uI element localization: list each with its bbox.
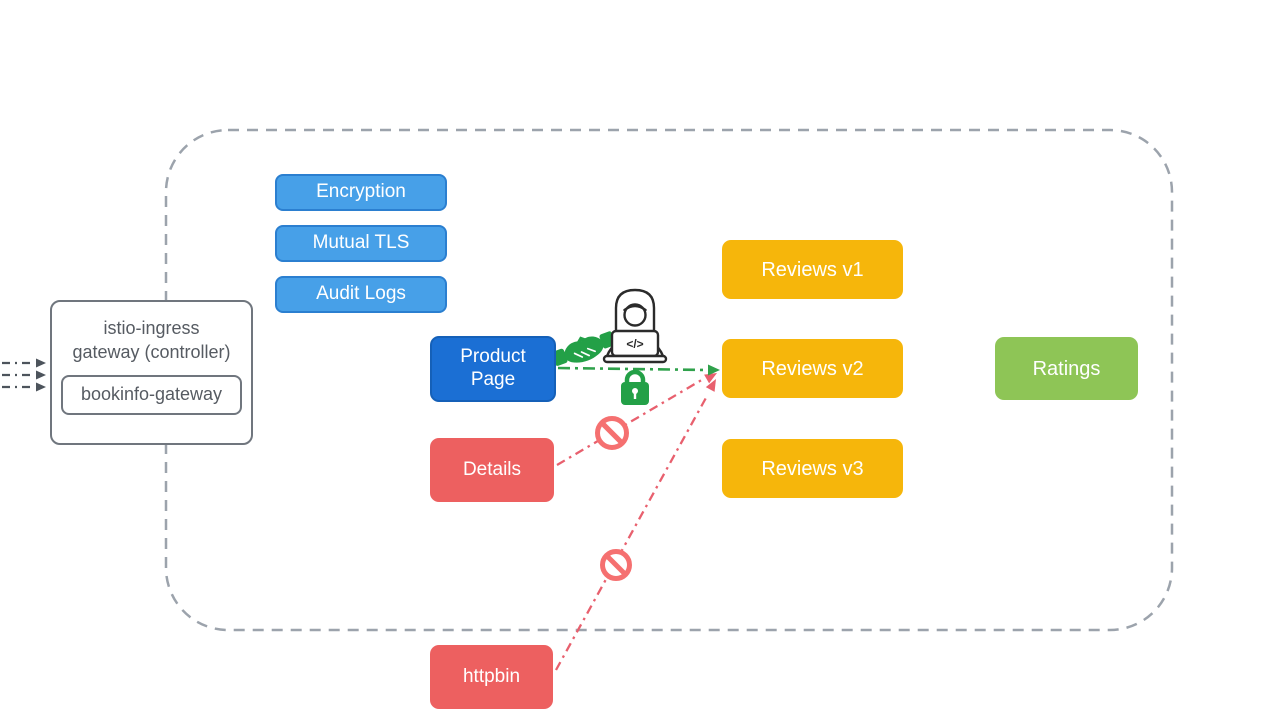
details-node: Details <box>430 438 554 502</box>
ingress-gateway-box: istio-ingress gateway (controller) booki… <box>50 300 253 445</box>
inbound-traffic-arrows <box>2 358 46 392</box>
reviews-v1-label: Reviews v1 <box>761 258 864 281</box>
product-page-label-line1: Product <box>460 346 526 368</box>
lock-icon <box>621 369 649 405</box>
reviews-v1-node: Reviews v1 <box>722 240 903 299</box>
httpbin-label: httpbin <box>462 665 521 687</box>
reviews-v3-label: Reviews v3 <box>761 457 864 480</box>
allowed-traffic-arrow <box>557 364 720 376</box>
no-entry-icon <box>600 549 632 581</box>
policy-tag-label: Mutual TLS <box>312 232 410 254</box>
bookinfo-gateway-box: bookinfo-gateway <box>61 374 242 415</box>
httpbin-node: httpbin <box>430 645 553 709</box>
no-entry-icon <box>595 416 629 450</box>
handshake-icon <box>551 331 616 366</box>
policy-tag-label: Encryption <box>316 181 406 203</box>
mesh-boundary <box>164 128 1174 632</box>
product-page-node: Product Page <box>430 336 556 402</box>
bookinfo-gateway-label: bookinfo-gateway <box>80 383 223 404</box>
policy-tag-encryption: Encryption <box>275 174 447 211</box>
policy-tag-audit-logs: Audit Logs <box>275 276 447 313</box>
denied-traffic-arrow-details <box>556 373 717 466</box>
ingress-title-line1: istio-ingress <box>103 318 200 338</box>
policy-tag-label: Audit Logs <box>316 283 406 305</box>
ingress-title-line2: gateway (controller) <box>72 342 231 363</box>
ingress-gateway-title: istio-ingress gateway (controller) <box>72 316 230 365</box>
reviews-v2-label: Reviews v2 <box>761 357 864 380</box>
policy-tag-mutual-tls: Mutual TLS <box>275 225 447 262</box>
ratings-node: Ratings <box>995 337 1138 400</box>
denied-traffic-arrow-httpbin <box>554 379 716 671</box>
laptop-code-glyph: </> <box>626 337 643 351</box>
product-page-label-line2: Page <box>470 369 516 390</box>
reviews-v2-node: Reviews v2 <box>722 339 903 398</box>
person-at-laptop-icon: </> <box>602 288 668 364</box>
reviews-v3-node: Reviews v3 <box>722 439 903 498</box>
details-label: Details <box>462 458 522 480</box>
ratings-label: Ratings <box>1032 357 1101 380</box>
